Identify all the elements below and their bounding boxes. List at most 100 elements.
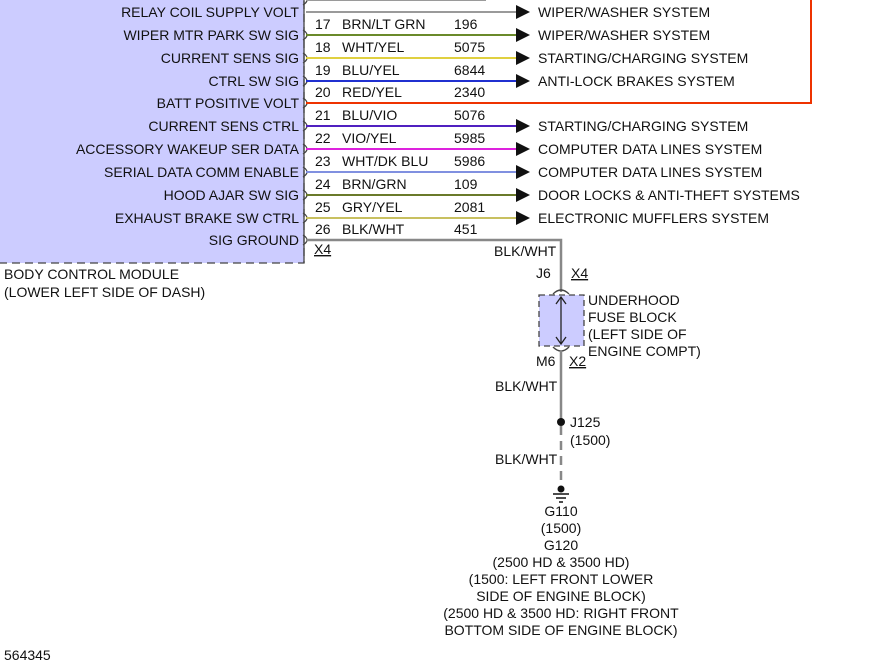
pin-row: CURRENT SENS CTRL 21 BLU/VIO 5076STARTING/C…: [148, 107, 748, 134]
pin-function-label: HOOD AJAR SW SIG: [164, 187, 299, 203]
pin-function-label: WIPER MTR PARK SW SIG: [123, 27, 299, 43]
fuse-connector-out-ref: X2: [569, 353, 586, 369]
ground-note-line: (1500): [541, 520, 581, 536]
pin-function-label: EXHAUST BRAKE SW CTRL: [115, 210, 299, 226]
battery-feed-wire: [306, 0, 812, 104]
pin-number: 20: [315, 84, 331, 100]
ground-wire-label-2: BLK/WHT: [495, 378, 558, 394]
ground-wire-label-1: BLK/WHT: [494, 243, 557, 259]
wire-color-code: WHT/YEL: [342, 39, 404, 55]
ground-wire-upper: [306, 238, 563, 292]
fuse-connector-in-ref: X4: [571, 265, 588, 281]
destination-system-link[interactable]: WIPER/WASHER SYSTEM: [538, 4, 710, 20]
connection-arrow-icon: [516, 188, 530, 202]
ground-note-line: BOTTOM SIDE OF ENGINE BLOCK): [444, 622, 677, 638]
wire-color-code: BLK/WHT: [342, 221, 405, 237]
wire-color-code: VIO/YEL: [342, 130, 397, 146]
fuse-block-name-1: UNDERHOOD: [588, 292, 680, 308]
ground-note-line: SIDE OF ENGINE BLOCK): [476, 588, 646, 604]
pin-rows: 16GRY91RELAY COIL SUPPLY VOLT WIPER/WASHE…: [76, 0, 800, 248]
destination-system-link[interactable]: COMPUTER DATA LINES SYSTEM: [538, 141, 762, 157]
pin-function-label: ACCESSORY WAKEUP SER DATA: [76, 141, 300, 157]
pin-row: CURRENT SENS SIG 18 WHT/YEL 5075STARTING/CH…: [161, 39, 749, 66]
connection-arrow-icon: [516, 28, 530, 42]
circuit-number: 5985: [454, 130, 485, 146]
pin-function-label: CURRENT SENS CTRL: [148, 118, 299, 134]
destination-system-link[interactable]: ELECTRONIC MUFFLERS SYSTEM: [538, 210, 769, 226]
pin-function-label: RELAY COIL SUPPLY VOLT: [121, 4, 299, 20]
circuit-number: 5076: [454, 107, 485, 123]
pin-function-label: CURRENT SENS SIG: [161, 50, 299, 66]
wire-color-code: BRN/LT GRN: [342, 16, 426, 32]
pin-function-label: SERIAL DATA COMM ENABLE: [104, 164, 299, 180]
pin-number: 17: [315, 16, 331, 32]
wire-color-code: RED/YEL: [342, 84, 402, 100]
pin-number: 24: [315, 176, 331, 192]
wire-color-code: BRN/GRN: [342, 176, 407, 192]
pin-number: 18: [315, 39, 331, 55]
ground-note-line: (2500 HD & 3500 HD): [493, 554, 630, 570]
diagram-id: 564345: [4, 647, 51, 663]
connection-arrow-icon: [516, 142, 530, 156]
connection-arrow-icon: [516, 51, 530, 65]
ground-note-line: G120: [544, 537, 578, 553]
splice-label: J125: [570, 414, 601, 430]
pin-row: SERIAL DATA COMM ENABLE 23 WHT/DK BLU 5986C…: [104, 153, 762, 180]
wire-color-code: BLU/VIO: [342, 107, 397, 123]
pin-function-label: SIG GROUND: [209, 232, 299, 248]
destination-system-link[interactable]: ANTI-LOCK BRAKES SYSTEM: [538, 73, 735, 89]
fuse-connector-in: J6: [536, 265, 551, 281]
pin-number: 21: [315, 107, 331, 123]
fuse-bus-arrow-top: [555, 295, 567, 305]
connection-arrow-icon: [516, 74, 530, 88]
connection-arrow-icon: [516, 165, 530, 179]
pin-row: RELAY COIL SUPPLY VOLT WIPER/WASHER SYSTE…: [121, 4, 710, 20]
circuit-number: 2340: [454, 84, 485, 100]
module-location: (LOWER LEFT SIDE OF DASH): [4, 284, 205, 300]
ground-location-notes: G110(1500)G120(2500 HD & 3500 HD)(1500: …: [443, 503, 679, 638]
destination-system-link[interactable]: DOOR LOCKS & ANTI-THEFT SYSTEMS: [538, 187, 800, 203]
body-control-module-box: [0, 0, 305, 264]
pin-row: ACCESSORY WAKEUP SER DATA 22 VIO/YEL 5985CO…: [76, 130, 762, 157]
fuse-block-location-2: ENGINE COMPT): [588, 343, 701, 359]
module-name: BODY CONTROL MODULE: [4, 266, 179, 282]
fuse-bus-arrow-bottom: [555, 336, 567, 346]
pin-number: 25: [315, 199, 331, 215]
wire-color-code: WHT/DK BLU: [342, 153, 428, 169]
destination-system-link[interactable]: WIPER/WASHER SYSTEM: [538, 27, 710, 43]
pin-function-label: CTRL SW SIG: [209, 73, 300, 89]
pin-function-label: BATT POSITIVE VOLT: [157, 95, 300, 111]
ground-symbol-icon: [553, 485, 569, 503]
pin-number: 26: [315, 221, 331, 237]
ground-note-line: G110: [544, 503, 577, 519]
circuit-number: 5075: [454, 39, 485, 55]
fuse-block-location-1: (LEFT SIDE OF: [588, 326, 687, 342]
pin-row: 16GRY91: [302, 0, 486, 6]
pin-row: BATT POSITIVE VOLT 20 RED/YEL 2340: [157, 84, 486, 111]
destination-system-link[interactable]: STARTING/CHARGING SYSTEM: [538, 50, 748, 66]
circuit-number: 6844: [454, 62, 485, 78]
pin-row: SIG GROUND 26 BLK/WHT 451: [209, 221, 478, 248]
connection-arrow-icon: [516, 119, 530, 133]
fuse-block-name-2: FUSE BLOCK: [588, 309, 677, 325]
fuse-terminal-top: [552, 289, 570, 295]
circuit-number: 5986: [454, 153, 485, 169]
pin-number: 19: [315, 62, 331, 78]
circuit-number: 2081: [454, 199, 485, 215]
ground-note-line: (1500: LEFT FRONT LOWER: [469, 571, 654, 587]
pin-number: 22: [315, 130, 331, 146]
pin-row: WIPER MTR PARK SW SIG 17 BRN/LT GRN 196WIPE…: [123, 16, 710, 43]
destination-system-link[interactable]: COMPUTER DATA LINES SYSTEM: [538, 164, 762, 180]
circuit-number: 196: [454, 16, 478, 32]
circuit-number: 451: [454, 221, 478, 237]
wire-color-code: BLU/YEL: [342, 62, 400, 78]
destination-system-link[interactable]: STARTING/CHARGING SYSTEM: [538, 118, 748, 134]
circuit-number: 109: [454, 176, 478, 192]
pin-number: 23: [315, 153, 331, 169]
module-connector-ref: X4: [314, 241, 331, 257]
ground-wire-label-3: BLK/WHT: [495, 451, 558, 467]
splice-note: (1500): [570, 432, 610, 448]
